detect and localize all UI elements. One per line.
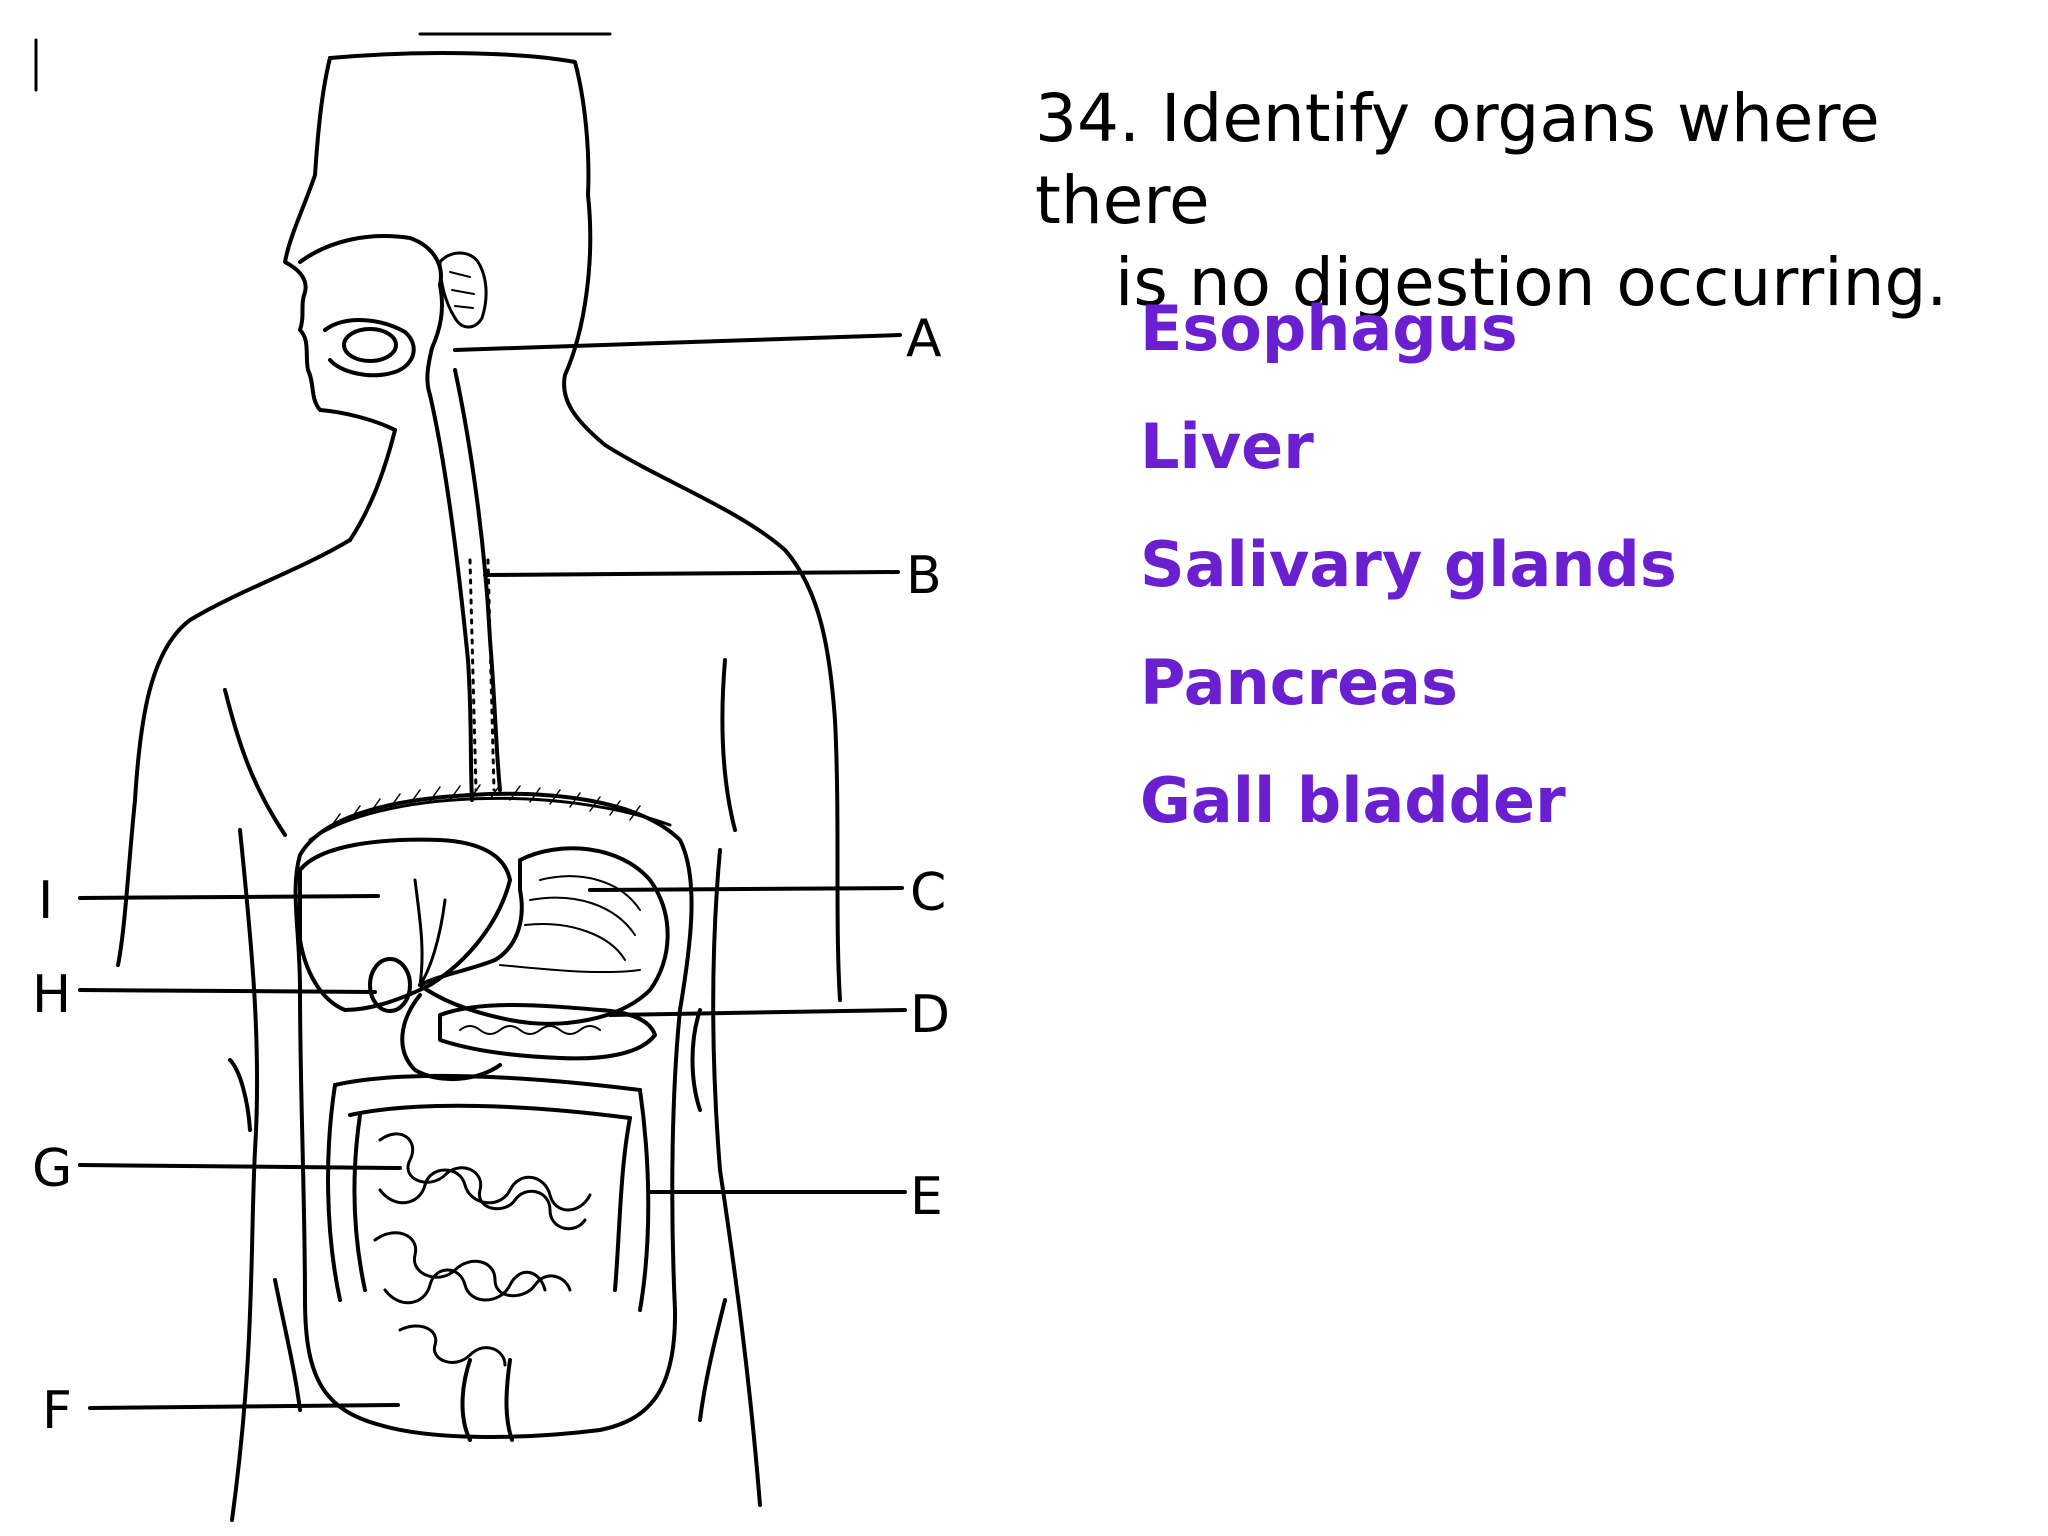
question-text: 34. Identify organs where there is no di… <box>1035 78 2035 324</box>
right-waist-crease <box>690 1008 702 1112</box>
diaphragm <box>308 796 672 842</box>
esophagus-dots <box>468 558 496 792</box>
callout-line-b <box>483 570 900 577</box>
stomach-rugae <box>499 875 641 974</box>
callout-line-a <box>453 333 902 352</box>
pharynx <box>425 283 444 397</box>
transverse-colon-lower <box>348 1103 632 1120</box>
left-waist-crease <box>228 1058 252 1132</box>
callout-line-c <box>588 886 904 892</box>
left-inner-arm <box>223 688 287 837</box>
callout-label-c: C <box>910 863 946 923</box>
salivary-gland <box>438 251 488 329</box>
callout-label-h: H <box>32 965 71 1025</box>
mouth-cavity <box>323 318 416 378</box>
body-outline <box>328 51 842 1002</box>
nasal-cavity <box>298 234 443 287</box>
question-number: 34. <box>1035 80 1140 157</box>
left-shoulder-arm <box>116 428 397 967</box>
callout-label-g: G <box>32 1139 72 1199</box>
right-inner-arm <box>720 658 737 832</box>
diaphragm-hatch <box>329 784 641 829</box>
callout-line-g <box>78 1163 402 1170</box>
callout-label-e: E <box>910 1167 943 1227</box>
answer-item-gall-bladder: Gall bladder <box>1140 764 1566 837</box>
tongue <box>342 327 398 363</box>
question-line-1: Identify organs where there <box>1035 80 1880 239</box>
digestive-system-diagram: A B C D E F G H I <box>32 32 950 1522</box>
esophagus-left <box>428 393 474 802</box>
bile-duct <box>413 878 447 987</box>
pancreas <box>438 1003 657 1061</box>
answer-item-pancreas: Pancreas <box>1140 646 1458 719</box>
left-lower-hip <box>273 1278 302 1412</box>
pancreas-texture <box>459 1025 601 1035</box>
answer-item-esophagus: Esophagus <box>1140 292 1518 365</box>
small-intestine <box>373 1132 592 1367</box>
ascending-colon <box>326 1083 367 1302</box>
right-torso-side <box>711 848 762 1507</box>
stomach <box>418 846 670 1026</box>
answer-item-salivary-glands: Salivary glands <box>1140 528 1677 601</box>
question-line-2: is no digestion occurring. <box>1115 244 1948 321</box>
transverse-colon <box>333 1073 642 1092</box>
callout-line-d <box>608 1008 907 1017</box>
callout-label-a: A <box>906 309 942 369</box>
callout-label-b: B <box>906 546 942 606</box>
callout-label-i: I <box>38 871 53 931</box>
face-profile <box>283 56 397 432</box>
answer-item-liver: Liver <box>1140 410 1314 483</box>
callout-line-i <box>78 894 380 900</box>
answer-list: Esophagus Liver Salivary glands Pancreas… <box>1140 270 1677 860</box>
salivary-gland-detail <box>449 271 475 309</box>
callout-line-h <box>78 988 377 994</box>
callout-label-d: D <box>910 985 950 1045</box>
rectum <box>460 1358 514 1442</box>
left-torso-side <box>230 828 260 1522</box>
callout-label-f: F <box>42 1381 72 1441</box>
esophagus-right <box>453 368 502 792</box>
gall-bladder <box>368 957 412 1013</box>
right-lower-hip <box>698 1298 727 1422</box>
callout-line-f <box>88 1403 400 1410</box>
liver <box>298 837 512 1012</box>
descending-colon <box>613 1088 651 1312</box>
